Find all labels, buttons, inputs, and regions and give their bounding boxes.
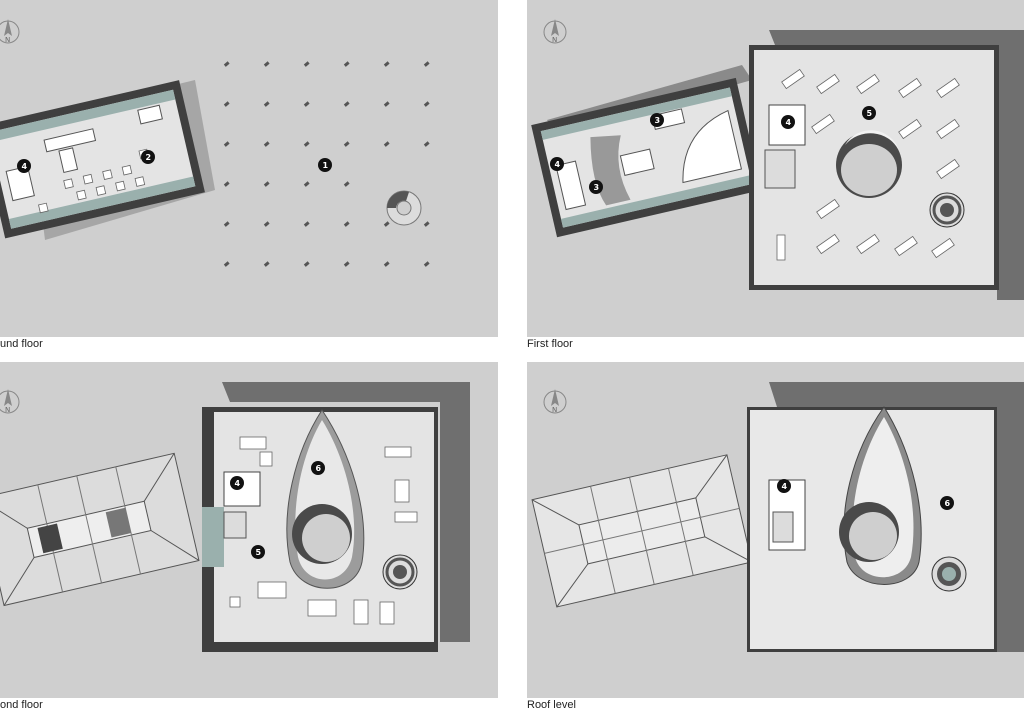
glass-bridge [202, 507, 224, 567]
caption-second-floor: ond floor [0, 699, 43, 711]
panel-roof-level: N 4 6 [527, 362, 1024, 698]
caption-ground-floor: und floor [0, 338, 43, 350]
badge-4: 4 [230, 476, 244, 490]
svg-text:N: N [552, 406, 557, 414]
svg-text:N: N [552, 36, 557, 44]
desk-clusters [229, 436, 418, 625]
desk-clusters [776, 68, 960, 261]
north-arrow-icon: N [543, 19, 567, 44]
spiral-stair [382, 554, 418, 590]
second-floor-plan: N [0, 382, 470, 652]
spiral-stair [386, 190, 422, 226]
panel-second-floor: N [0, 362, 498, 698]
badge-6: 6 [311, 461, 325, 475]
ground-floor-building [0, 80, 205, 239]
building-shadow [222, 382, 470, 642]
badge-4: 4 [777, 479, 791, 493]
svg-text:1: 1 [323, 161, 329, 170]
svg-text:3: 3 [655, 116, 661, 125]
caption-roof-level: Roof level [527, 699, 576, 711]
svg-text:4: 4 [22, 162, 28, 171]
svg-text:N: N [5, 406, 10, 414]
roof-wing [531, 454, 753, 608]
panel-ground-floor: N [0, 0, 498, 337]
svg-text:5: 5 [256, 548, 262, 557]
badge-4: 4 [17, 159, 31, 173]
badge-3a: 3 [650, 113, 664, 127]
badge-5: 5 [251, 545, 265, 559]
badge-4a: 4 [550, 157, 564, 171]
svg-text:4: 4 [235, 479, 241, 488]
panel-first-floor: N [527, 0, 1024, 337]
spiral-stair [929, 192, 965, 228]
badge-5: 5 [862, 106, 876, 120]
caption-first-floor: First floor [527, 338, 573, 350]
north-arrow-icon: N [0, 19, 20, 44]
badge-3b: 3 [589, 180, 603, 194]
column-grid [223, 61, 430, 267]
badge-1: 1 [318, 158, 332, 172]
svg-text:4: 4 [782, 482, 788, 491]
svg-text:6: 6 [945, 499, 951, 508]
svg-text:4: 4 [555, 160, 561, 169]
second-floor-wing [0, 452, 200, 607]
svg-text:2: 2 [146, 153, 152, 162]
badge-2: 2 [141, 150, 155, 164]
north-arrow-icon: N [543, 389, 567, 414]
svg-text:3: 3 [594, 183, 600, 192]
svg-text:N: N [5, 36, 10, 44]
roof-level-plan: N 4 6 [531, 382, 1024, 652]
ground-floor-plan: N [0, 19, 430, 267]
first-floor-wing [531, 77, 762, 238]
stair-core [223, 471, 261, 507]
building-shadow [769, 382, 1024, 652]
badge-6: 6 [940, 496, 954, 510]
first-floor-plan: N [531, 19, 1024, 300]
svg-text:6: 6 [316, 464, 322, 473]
spiral-stair [931, 556, 967, 592]
north-arrow-icon: N [0, 389, 20, 414]
badge-4b: 4 [781, 115, 795, 129]
svg-text:4: 4 [786, 118, 792, 127]
svg-text:5: 5 [867, 109, 873, 118]
